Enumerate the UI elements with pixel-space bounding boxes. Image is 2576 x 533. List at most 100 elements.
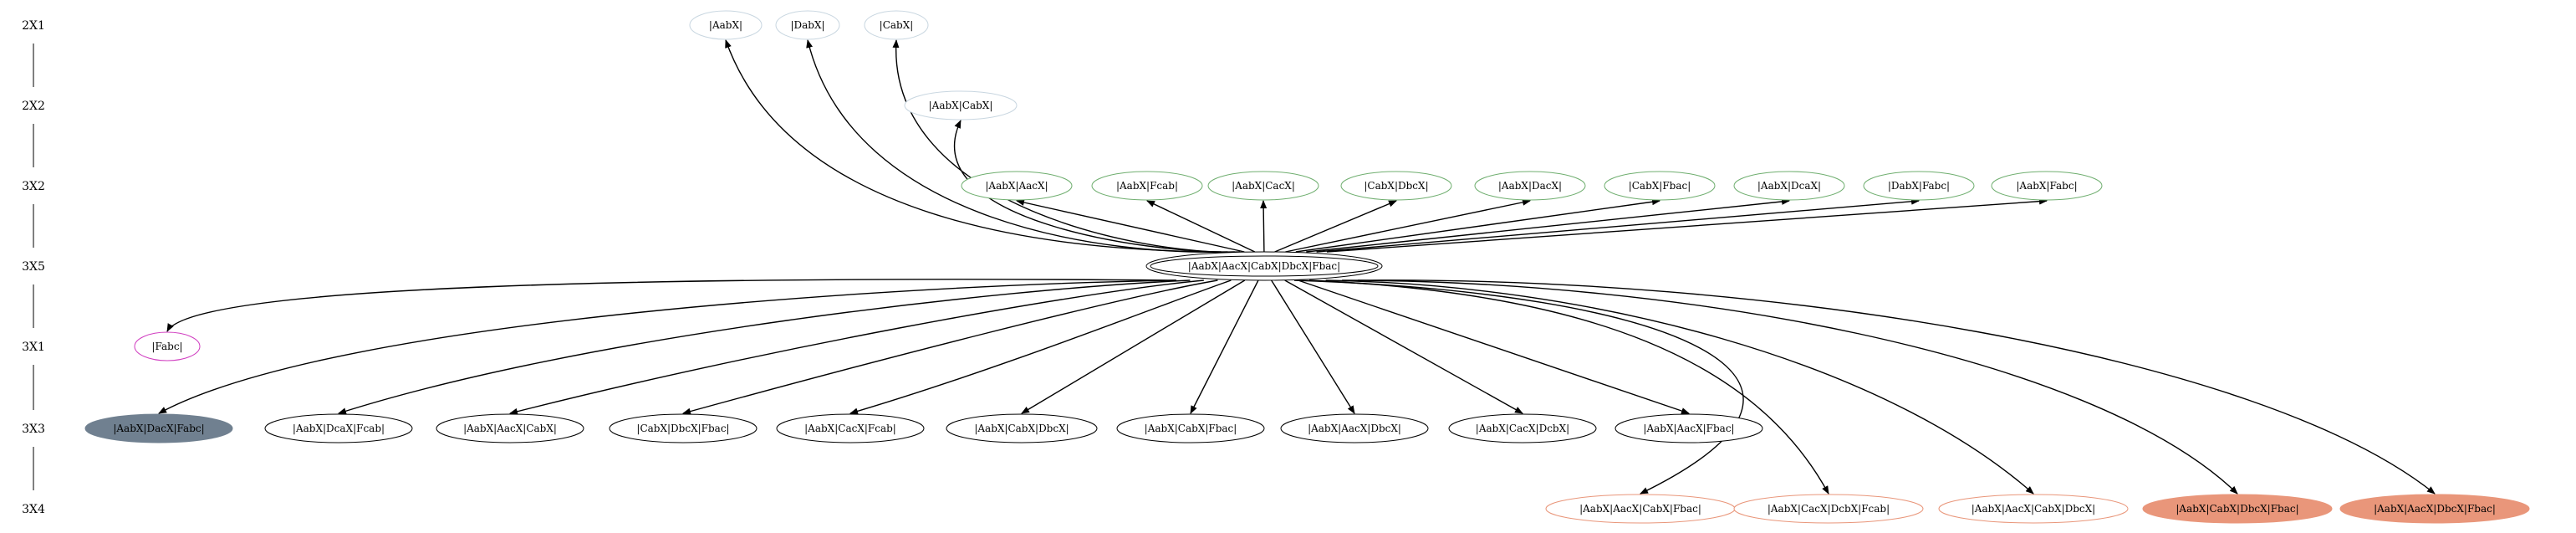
node-label: |AabX|DacX|Fabc| — [113, 423, 204, 434]
edge-center-r6e — [849, 279, 1232, 415]
node-r6f[interactable]: |AabX|CabX|DbcX| — [946, 413, 1098, 443]
edge-center-r7c — [1325, 279, 2034, 495]
node-r6c[interactable]: |AabX|AacX|CabX| — [436, 413, 584, 443]
edge-center-r6g — [1190, 279, 1259, 414]
node-label: |CabX|DbcX|Fbac| — [636, 423, 729, 434]
edge-center-r6j — [1298, 279, 1690, 414]
node-label: |AabX|CabX| — [929, 100, 993, 111]
node-r3d[interactable]: |CabX|DbcX| — [1340, 171, 1452, 201]
edge-center-r6b — [338, 279, 1191, 415]
node-r1c[interactable]: |CabX| — [864, 10, 929, 40]
edge-center-r3i — [1326, 197, 2048, 253]
edge-center-r3d — [1274, 200, 1397, 253]
node-shape — [1116, 413, 1265, 443]
node-r1b[interactable]: |DabX| — [775, 10, 840, 40]
node-shape — [1604, 171, 1716, 201]
node-label: |AabX|Fcab| — [1116, 180, 1178, 192]
node-shape — [961, 171, 1073, 201]
node-label: |AabX|AacX|DbcX|Fbac| — [2374, 503, 2496, 515]
node-label: |AabX|AacX|CabX|DbcX| — [1972, 503, 2095, 515]
rank-label: 3X3 — [22, 423, 45, 436]
node-label: |CabX|DbcX| — [1364, 180, 1428, 192]
node-label: |AabX|CacX|DcbX|Fcab| — [1767, 503, 1890, 515]
node-r7e[interactable]: |AabX|AacX|DbcX|Fbac| — [2339, 494, 2530, 524]
edge-center-r3b — [1146, 200, 1256, 253]
node-shape — [1280, 413, 1429, 443]
node-shape — [1207, 171, 1319, 201]
node-r2a[interactable]: |AabX|CabX| — [904, 90, 1018, 120]
node-label: |AabX|CacX| — [1232, 180, 1295, 192]
node-r7a[interactable]: |AabX|AacX|CabX|Fbac| — [1545, 494, 1736, 524]
node-label: |AabX|Fabc| — [2016, 180, 2077, 192]
edge-center-r1a — [725, 39, 1222, 253]
node-label: |AabX|AacX| — [985, 180, 1048, 192]
edge-center-r6c — [509, 279, 1204, 415]
node-shape — [1991, 171, 2103, 201]
node-layer: |AabX| |DabX| |CabX| |AabX|CabX| |AabX|AacX|… — [84, 10, 2530, 524]
node-r5a[interactable]: |Fabc| — [134, 331, 201, 361]
node-r6j[interactable]: |AabX|AacX|Fbac| — [1614, 413, 1763, 443]
node-shape — [1091, 171, 1203, 201]
node-label: |DabX|Fabc| — [1888, 180, 1950, 192]
node-label: |AabX|CabX|DbcX|Fbac| — [2176, 503, 2298, 515]
node-r6e[interactable]: |AabX|CacX|Fcab| — [776, 413, 925, 443]
node-shape — [2142, 494, 2333, 524]
edge-center-r1b — [806, 39, 1228, 253]
edge-center-r6d — [682, 279, 1218, 415]
node-r7d[interactable]: |AabX|CabX|DbcX|Fbac| — [2142, 494, 2333, 524]
edge-center-r3f — [1295, 198, 1660, 253]
node-label: |AabX|DcaX|Fcab| — [293, 423, 385, 434]
node-shape — [1448, 413, 1597, 443]
edge-center-r1c — [892, 39, 1235, 253]
edge-layer — [158, 39, 2436, 495]
edge-center-r7e — [1357, 279, 2436, 495]
node-label: |AabX|CabX|DbcX| — [974, 423, 1069, 434]
node-label: |CabX|Fbac| — [1629, 180, 1691, 192]
node-shape — [1145, 251, 1383, 281]
rank-label: 2X2 — [22, 100, 45, 113]
node-label: |AabX|DacX| — [1498, 180, 1562, 192]
node-shape — [1863, 171, 1975, 201]
node-r6d[interactable]: |CabX|DbcX|Fbac| — [609, 413, 757, 443]
node-shape — [946, 413, 1098, 443]
node-shape — [264, 413, 413, 443]
node-r7c[interactable]: |AabX|AacX|CabX|DbcX| — [1938, 494, 2129, 524]
node-label: |AabX|CacX|DcbX| — [1476, 423, 1569, 434]
node-center[interactable]: |AabX|AacX|CabX|DbcX|Fbac| — [1145, 251, 1383, 281]
edge-center-r7a — [1293, 279, 1744, 495]
edge-center-r3e — [1285, 198, 1531, 253]
node-r3g[interactable]: |AabX|DcaX| — [1733, 171, 1845, 201]
node-shape — [1474, 171, 1586, 201]
node-label: |AabX|DcaX| — [1757, 180, 1821, 192]
node-r3a[interactable]: |AabX|AacX| — [961, 171, 1073, 201]
node-r6a[interactable]: |AabX|DacX|Fabc| — [84, 413, 233, 443]
node-r3i[interactable]: |AabX|Fabc| — [1991, 171, 2103, 201]
node-r1a[interactable]: |AabX| — [689, 10, 763, 40]
node-r7b[interactable]: |AabX|CacX|DcbX|Fcab| — [1733, 494, 1924, 524]
edge-center-r5a — [166, 279, 1177, 332]
edge-center-r6f — [1021, 279, 1246, 414]
node-r3e[interactable]: |AabX|DacX| — [1474, 171, 1586, 201]
node-r6b[interactable]: |AabX|DcaX|Fcab| — [264, 413, 413, 443]
node-label: |DabX| — [790, 19, 824, 31]
node-r6h[interactable]: |AabX|AacX|DbcX| — [1280, 413, 1429, 443]
node-label: |AabX|CacX|Fcab| — [804, 423, 896, 434]
node-r3f[interactable]: |CabX|Fbac| — [1604, 171, 1716, 201]
node-r3h[interactable]: |DabX|Fabc| — [1863, 171, 1975, 201]
node-r6i[interactable]: |AabX|CacX|DcbX| — [1448, 413, 1597, 443]
node-r3c[interactable]: |AabX|CacX| — [1207, 171, 1319, 201]
node-label: |AabX|AacX|DbcX| — [1308, 423, 1401, 434]
node-r6g[interactable]: |AabX|CabX|Fbac| — [1116, 413, 1265, 443]
node-shape — [689, 10, 763, 40]
node-r3b[interactable]: |AabX|Fcab| — [1091, 171, 1203, 201]
edge-center-r3a — [1016, 199, 1245, 253]
node-label: |Fabc| — [151, 341, 182, 352]
node-shape-inner — [1150, 255, 1379, 277]
rank-label: 3X1 — [22, 341, 45, 354]
edge-center-r6a — [158, 279, 1176, 414]
rank-label: 3X4 — [22, 503, 45, 516]
node-shape — [436, 413, 584, 443]
edge-center-r6h — [1271, 279, 1355, 414]
